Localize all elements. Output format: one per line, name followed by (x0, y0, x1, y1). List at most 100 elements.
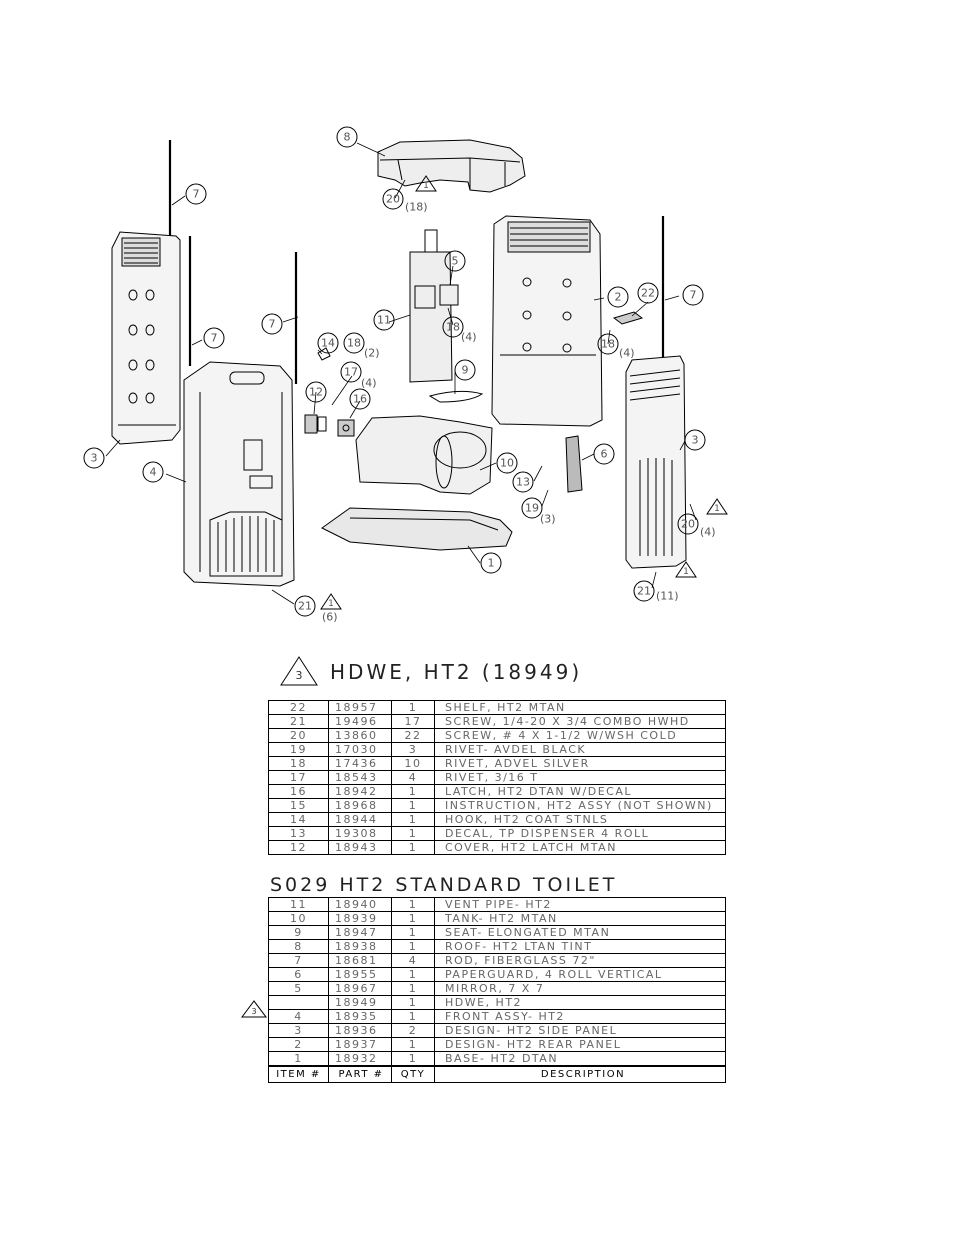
cell-item: 15 (268, 798, 329, 813)
cell-item: 19 (268, 742, 329, 757)
rear-panel (491, 215, 603, 427)
cell-item: 11 (268, 897, 329, 912)
cell-part-number: 18939 (328, 911, 392, 926)
cell-description: HOOK, HT2 COAT STNLS (434, 812, 726, 827)
cell-description: PAPERGUARD, 4 ROLL VERTICAL (434, 967, 726, 982)
column-header-description: DESCRIPTION (434, 1065, 726, 1083)
cell-description: DESIGN- HT2 SIDE PANEL (434, 1023, 726, 1038)
callout-5: 5 (452, 255, 459, 268)
cell-qty: 17 (391, 714, 435, 729)
cell-qty: 1 (391, 925, 435, 940)
cell-description: ROOF- HT2 LTAN TINT (434, 939, 726, 954)
cell-part-number: 18949 (328, 995, 392, 1010)
cell-description: DESIGN- HT2 REAR PANEL (434, 1037, 726, 1052)
callout-7: 7 (211, 332, 218, 345)
cell-item: 22 (268, 700, 329, 715)
qty-label: (2) (364, 347, 380, 360)
side-panel-right (625, 355, 687, 569)
callout-2: 2 (615, 291, 622, 304)
triangle-mark: 1 (328, 599, 334, 609)
cell-part-number: 18942 (328, 784, 392, 799)
callout-13: 13 (516, 476, 530, 489)
side-panel-left (111, 231, 181, 445)
cell-qty: 1 (391, 911, 435, 926)
cell-part-number: 18944 (328, 812, 392, 827)
cell-item: 21 (268, 714, 329, 729)
cell-description: SEAT- ELONGATED MTAN (434, 925, 726, 940)
cell-item: 16 (268, 784, 329, 799)
cell-item: 12 (268, 840, 329, 855)
callout-6: 6 (601, 448, 608, 461)
revision-number: 3 (296, 669, 303, 682)
qty-label: (6) (322, 611, 338, 624)
cell-qty: 4 (391, 953, 435, 968)
cell-part-number: 17436 (328, 756, 392, 771)
base (321, 507, 513, 551)
triangle-mark: 1 (423, 181, 429, 191)
cell-description: INSTRUCTION, HT2 ASSY (NOT SHOWN) (434, 798, 726, 813)
cell-part-number: 19496 (328, 714, 392, 729)
cell-item: 17 (268, 770, 329, 785)
callout-circles (83, 126, 706, 617)
leader-lines (105, 142, 697, 605)
callout-4: 4 (150, 466, 157, 479)
cell-description: VENT PIPE- HT2 (434, 897, 726, 912)
cell-part-number: 18681 (328, 953, 392, 968)
exploded-view-drawing: 8 7 20 5 11 18 2 22 7 7 7 14 18 12 17 16… (83, 126, 728, 624)
cell-item: 9 (268, 925, 329, 940)
callout-labels: 8 7 20 5 11 18 2 22 7 7 7 14 18 12 17 16… (91, 131, 720, 613)
assembly-title: S029 HT2 STANDARD TOILET (270, 874, 618, 896)
cell-item: 3 (268, 1023, 329, 1038)
vent-pipe (409, 229, 453, 383)
cell-description: TANK- HT2 MTAN (434, 911, 726, 926)
cell-part-number: 18935 (328, 1009, 392, 1024)
callout-11: 11 (377, 314, 391, 327)
cell-qty: 22 (391, 728, 435, 743)
tank (355, 415, 493, 495)
cell-part-number: 18938 (328, 939, 392, 954)
callout-14: 14 (321, 337, 335, 350)
cell-part-number: 18967 (328, 981, 392, 996)
cell-qty: 1 (391, 700, 435, 715)
cell-qty: 1 (391, 939, 435, 954)
cell-qty: 1 (391, 897, 435, 912)
cell-item: 7 (268, 953, 329, 968)
revision-triangle-icon: 3 (241, 1000, 267, 1018)
table-header-row: ITEM # PART # QTY DESCRIPTION (268, 1065, 726, 1083)
cell-item: 14 (268, 812, 329, 827)
cell-part-number: 17030 (328, 742, 392, 757)
cell-description: RIVET, 3/16 T (434, 770, 726, 785)
cell-qty: 1 (391, 967, 435, 982)
callout-18: 18 (347, 337, 361, 350)
cell-qty: 1 (391, 1009, 435, 1024)
cell-qty: 1 (391, 812, 435, 827)
cell-qty: 4 (391, 770, 435, 785)
cell-qty: 1 (391, 840, 435, 855)
callout-12: 12 (309, 386, 323, 399)
callout-3: 3 (692, 434, 699, 447)
cell-item: 4 (268, 1009, 329, 1024)
qty-label: (18) (405, 201, 428, 214)
callout-10: 10 (500, 457, 514, 470)
callout-7: 7 (690, 289, 697, 302)
column-header-item: ITEM # (268, 1065, 329, 1083)
callout-21: 21 (637, 585, 651, 598)
roof-part (377, 139, 526, 193)
latch-parts (304, 347, 355, 437)
cell-description: RIVET- AVDEL BLACK (434, 742, 726, 757)
cell-item: 10 (268, 911, 329, 926)
